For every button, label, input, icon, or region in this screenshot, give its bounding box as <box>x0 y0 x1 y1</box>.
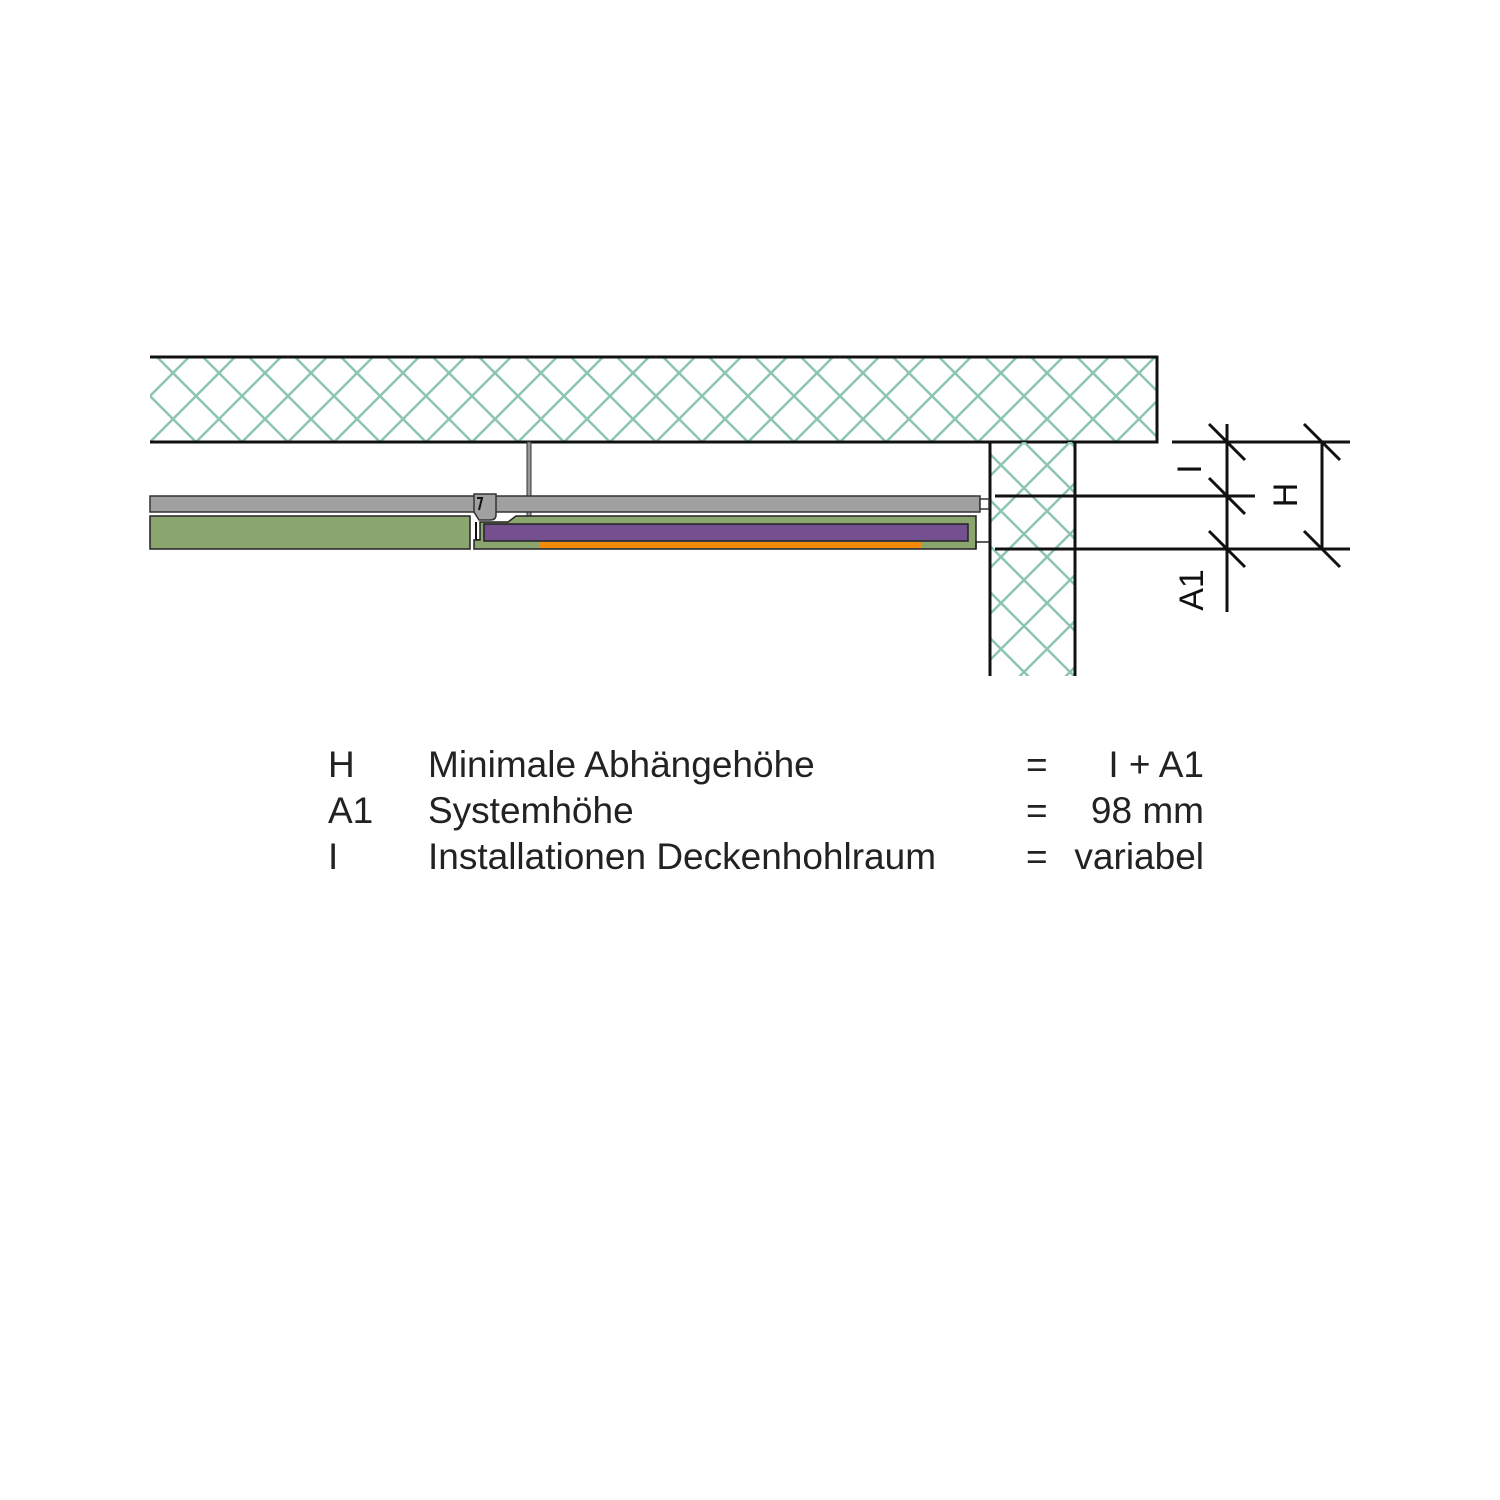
legend-description: Minimale Abhängehöhe <box>428 744 815 785</box>
heating-pipes <box>540 542 922 548</box>
dimension-label-I: I <box>1171 464 1209 473</box>
dimension-label-H: H <box>1267 483 1305 508</box>
legend-value: variabel <box>1074 836 1204 877</box>
panel-clip <box>473 493 497 521</box>
legend-value: 98 mm <box>1090 790 1204 831</box>
legend-equals: = <box>1026 836 1048 877</box>
legend-equals: = <box>1026 744 1048 785</box>
rail-end-cap <box>979 498 990 510</box>
ceiling-panel-left <box>149 515 471 550</box>
legend-description: Systemhöhe <box>428 790 634 831</box>
legend-equals: = <box>1026 790 1048 831</box>
legend-symbol: A1 <box>328 790 374 831</box>
legend-symbol: H <box>328 744 355 785</box>
insulation-layer <box>483 523 969 542</box>
concrete-wall <box>990 442 1075 676</box>
dimension-label-A1: A1 <box>1173 569 1211 611</box>
legend-value: I + A1 <box>1108 744 1204 785</box>
concrete-slab <box>150 357 1157 442</box>
legend-description: Installationen Deckenhohlraum <box>428 836 937 877</box>
support-rail <box>149 495 981 513</box>
legend-symbol: I <box>328 836 339 877</box>
dimension-lines <box>995 422 1350 612</box>
